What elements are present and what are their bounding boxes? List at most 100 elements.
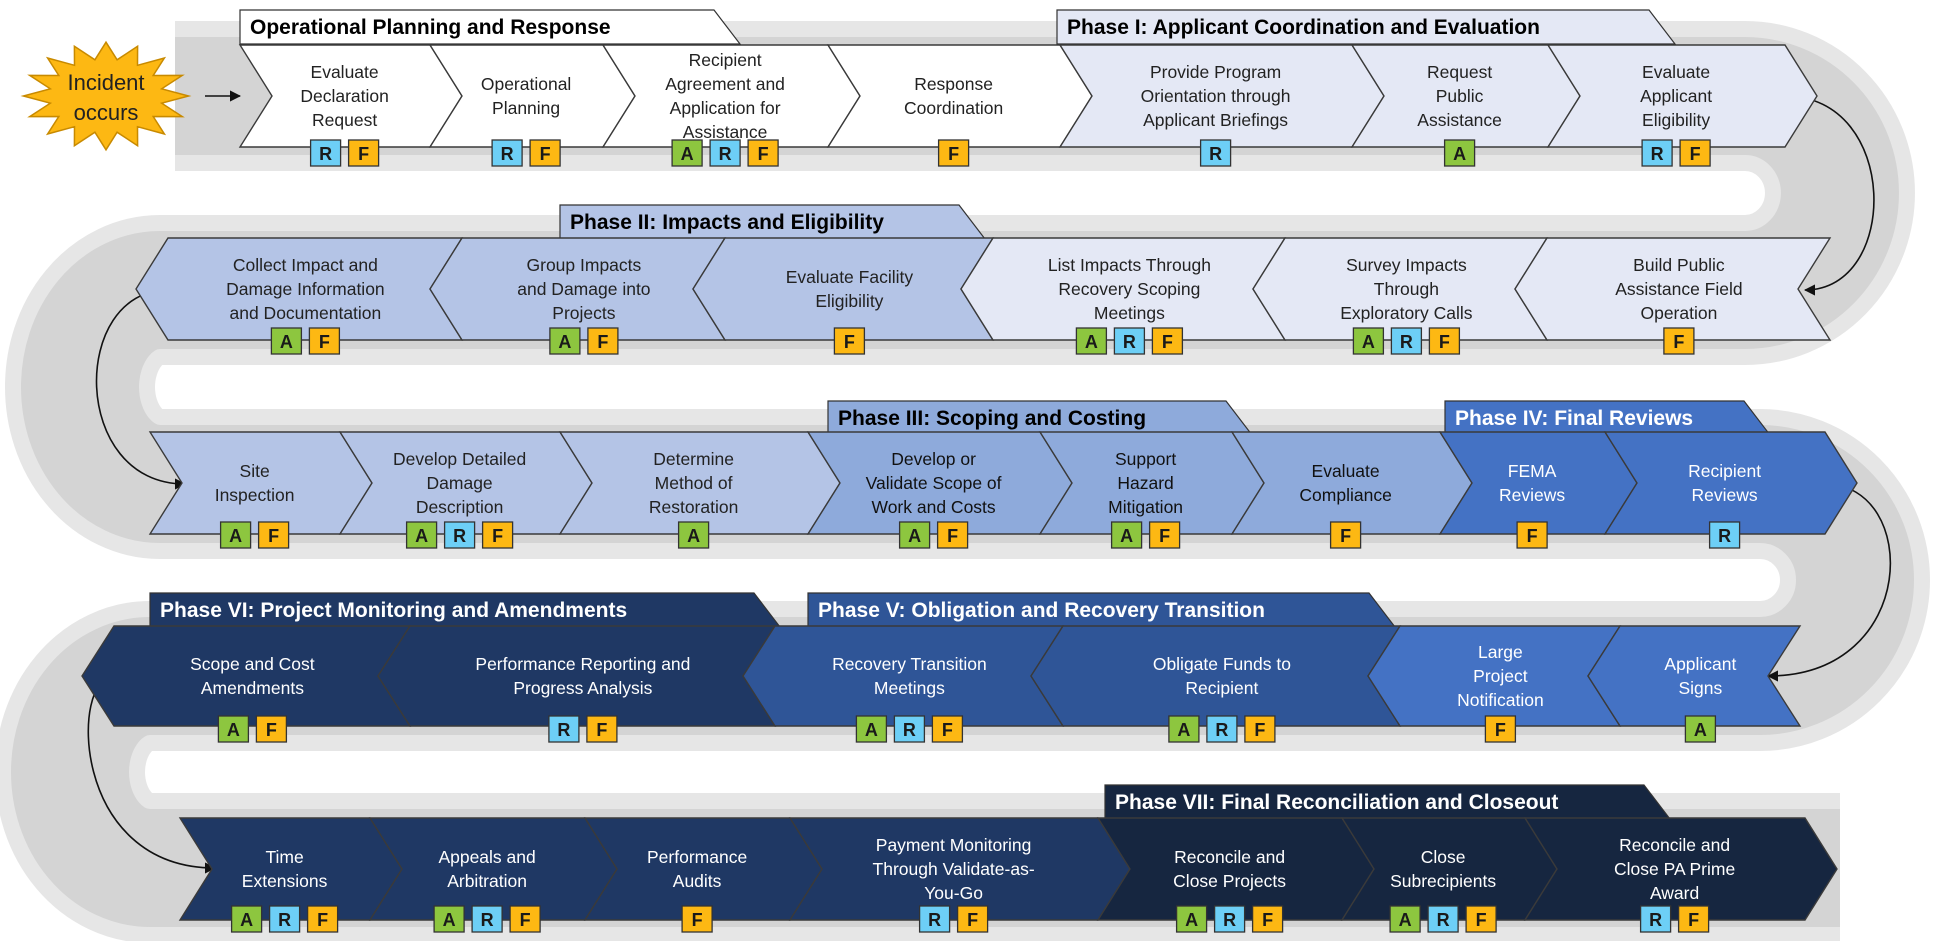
role-badge-box xyxy=(1148,521,1181,549)
role-badge-A: A xyxy=(1443,139,1476,167)
step-label-line: Recipient xyxy=(689,50,762,70)
incident-burst-shape xyxy=(20,40,192,152)
step-label-line: Provide Program xyxy=(1150,62,1281,82)
phase-header-tab xyxy=(1056,9,1677,45)
role-badge-F: F xyxy=(1516,521,1548,549)
role-badge-box xyxy=(936,521,969,549)
role-badge-box xyxy=(898,521,931,549)
step-label-line: Recovery Scoping xyxy=(1058,279,1200,299)
step-label-line: Progress Analysis xyxy=(513,678,652,698)
step-chevron xyxy=(368,817,618,921)
role-badge-box xyxy=(1244,715,1276,743)
role-badge-letter: F xyxy=(1527,526,1538,546)
role-badge-box xyxy=(747,139,779,167)
step-label-line: Applicant xyxy=(1640,86,1712,106)
step-label-line: Audits xyxy=(673,871,722,891)
step-label-line: Determine xyxy=(653,449,734,469)
role-badge-box xyxy=(1175,905,1208,933)
step-label-line: Group Impacts xyxy=(527,255,642,275)
role-badge-letter: A xyxy=(558,332,571,352)
step-label-line: Orientation through xyxy=(1141,86,1291,106)
role-badge-letter: R xyxy=(1123,332,1136,352)
step-label-line: Meetings xyxy=(874,678,945,698)
role-badge-box xyxy=(681,905,713,933)
role-badge-letter: F xyxy=(358,144,369,164)
step-label-line: Close Projects xyxy=(1173,871,1286,891)
role-badge-box xyxy=(1352,327,1385,355)
role-badge-box xyxy=(1206,715,1238,743)
role-badge-R: R xyxy=(1639,905,1672,933)
role-badge-box xyxy=(1641,139,1673,167)
phase-header-title: Phase IV: Final Reviews xyxy=(1455,407,1693,430)
step-chevron xyxy=(81,625,412,727)
role-badge-letter: R xyxy=(453,526,466,546)
role-badge-A: A xyxy=(898,521,931,549)
role-badge-R: R xyxy=(918,905,951,933)
step-label-line: Meetings xyxy=(1094,303,1165,323)
phase-header: Phase V: Obligation and Recovery Transit… xyxy=(807,592,1397,628)
role-badge-box xyxy=(230,905,263,933)
step-label-line: Assistance Field xyxy=(1615,279,1742,299)
role-badge-F: F xyxy=(936,521,969,549)
role-badge-letter: F xyxy=(268,526,279,546)
role-badge-box xyxy=(1151,327,1184,355)
role-badge-box xyxy=(548,715,580,743)
role-badge-letter: A xyxy=(443,910,456,930)
step-label-line: Request xyxy=(1427,62,1492,82)
step-chevron xyxy=(148,431,373,535)
step-label-line: Operation xyxy=(1640,303,1717,323)
step-chevron xyxy=(377,625,777,727)
role-badge-letter: A xyxy=(229,526,242,546)
role-badge-letter: R xyxy=(1400,332,1413,352)
phase-header: Phase II: Impacts and Eligibility xyxy=(559,204,987,240)
role-badge-F: F xyxy=(308,327,341,355)
step-label-line: Signs xyxy=(1679,678,1723,698)
role-badge-box xyxy=(481,521,514,549)
step-label-line: Damage xyxy=(427,473,493,493)
step-chevron xyxy=(1340,817,1558,921)
role-badge-letter: F xyxy=(1688,910,1699,930)
role-badge-letter: F xyxy=(492,526,503,546)
role-badge-A: A xyxy=(1168,715,1200,743)
row-2: Phase II: Impacts and EligibilityCollect… xyxy=(135,204,1832,355)
step-label-line: Public xyxy=(1436,86,1484,106)
role-badge-F: F xyxy=(1663,327,1695,355)
role-badge-A: A xyxy=(230,905,263,933)
step-label-line: Projects xyxy=(552,303,615,323)
step-label-line: Method of xyxy=(655,473,733,493)
role-badge-R: R xyxy=(1206,715,1238,743)
role-badge-F: F xyxy=(347,139,380,167)
step-label-line: Subrecipients xyxy=(1390,871,1496,891)
role-badge-box xyxy=(1251,905,1284,933)
role-badge-box xyxy=(1075,327,1108,355)
step-label-line: Payment Monitoring xyxy=(876,835,1032,855)
role-badge-R: R xyxy=(709,139,741,167)
role-badge-A: A xyxy=(1110,521,1143,549)
role-badge-letter: F xyxy=(319,332,330,352)
phase-header-tab xyxy=(239,9,742,45)
step-chevron xyxy=(1523,817,1838,921)
role-badge-letter: A xyxy=(1399,910,1412,930)
role-badge-letter: F xyxy=(758,144,769,164)
role-badge-letter: A xyxy=(1362,332,1375,352)
step-label-line: Applicant Briefings xyxy=(1143,110,1288,130)
role-badge-box xyxy=(270,327,303,355)
role-badge-R: R xyxy=(548,715,580,743)
phase-header-title: Phase I: Applicant Coordination and Eval… xyxy=(1067,16,1540,39)
role-badge-F: F xyxy=(255,715,288,743)
role-badge-box xyxy=(491,139,523,167)
role-badge-letter: F xyxy=(596,720,607,740)
step-label-line: Reviews xyxy=(1499,485,1565,505)
role-badge-letter: F xyxy=(1476,910,1487,930)
role-badge-F: F xyxy=(931,715,964,743)
